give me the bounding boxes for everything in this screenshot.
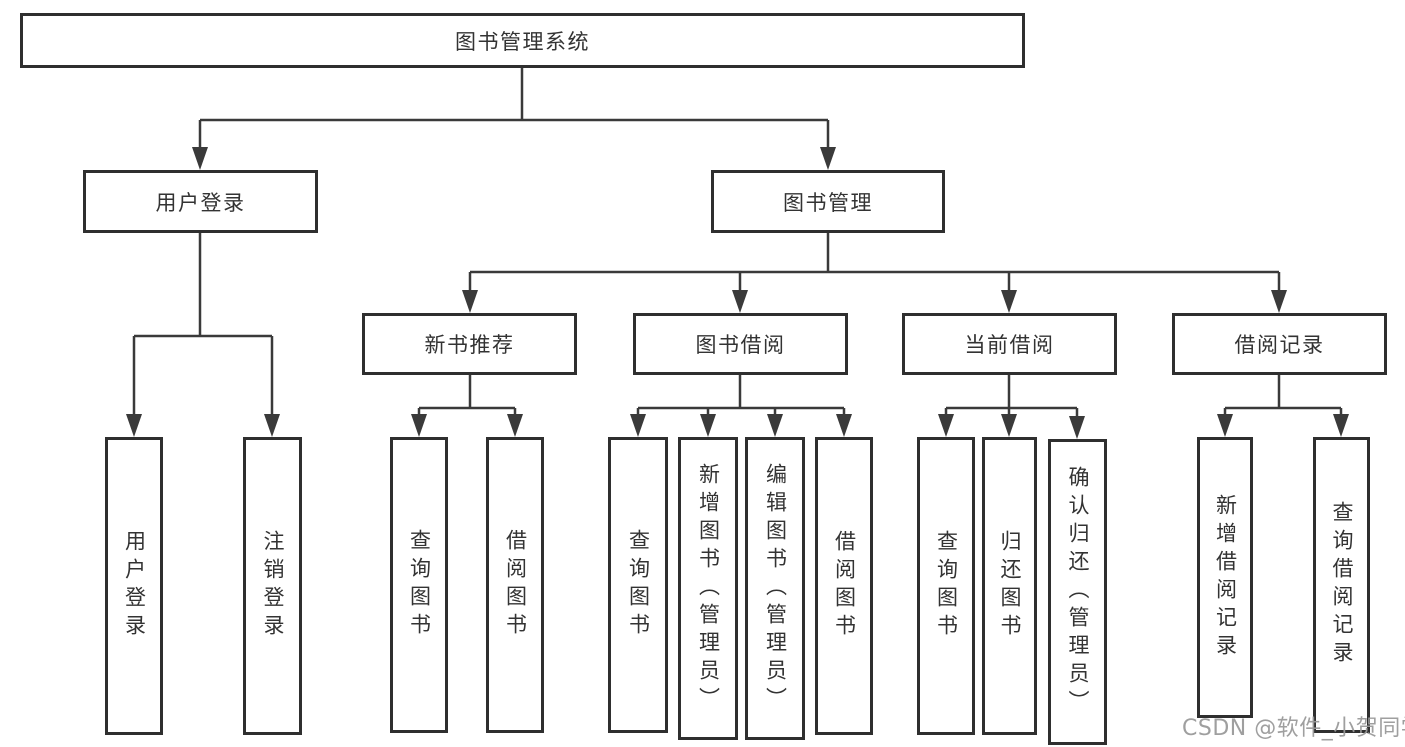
leaf-logout: 注销登录 [243, 437, 302, 735]
connector-root [192, 66, 836, 170]
node-current-borrow: 当前借阅 [902, 313, 1117, 375]
leaf-borrow-books-recommend: 借阅图书 [486, 437, 544, 733]
leaf-query-books-current: 查询图书 [917, 437, 975, 735]
leaf-add-books-admin: 新增图书（管理员） [678, 437, 738, 740]
node-label: 新增图书（管理员） [696, 462, 721, 715]
node-label: 图书借阅 [695, 333, 786, 357]
arrowhead [630, 414, 646, 437]
leaf-query-borrow-record: 查询借阅记录 [1313, 437, 1370, 733]
node-label: 借阅记录 [1234, 333, 1325, 357]
connector-user-login [126, 233, 280, 437]
node-label: 编辑图书（管理员） [763, 462, 788, 715]
node-new-book-recommend: 新书推荐 [362, 313, 577, 375]
arrowhead [1001, 414, 1017, 437]
leaf-add-borrow-record: 新增借阅记录 [1197, 437, 1253, 718]
node-book-management: 图书管理 [711, 170, 945, 233]
csdn-watermark: CSDN @软件_小贺同学 [1182, 716, 1405, 741]
node-label: 借阅图书 [832, 530, 857, 642]
node-user-login: 用户登录 [83, 170, 318, 233]
connector-book-borrow [630, 375, 852, 437]
leaf-edit-books-admin: 编辑图书（管理员） [745, 437, 805, 740]
arrowhead [820, 147, 836, 170]
node-label: 确认归还（管理员） [1066, 466, 1090, 718]
node-label: 注销登录 [261, 530, 285, 642]
arrowhead [192, 147, 208, 170]
node-label: 当前借阅 [964, 333, 1055, 357]
leaf-query-books-recommend: 查询图书 [390, 437, 448, 733]
leaf-borrow-books: 借阅图书 [815, 437, 873, 735]
arrowhead [732, 290, 748, 313]
arrowhead [1217, 414, 1233, 437]
arrowhead [767, 414, 783, 437]
connector-current-borrow [938, 375, 1085, 439]
arrowhead [836, 414, 852, 437]
arrowhead [126, 414, 142, 437]
node-label: 查询图书 [934, 530, 959, 642]
arrowhead [1271, 290, 1287, 313]
node-label: 用户登录 [122, 530, 147, 642]
connector-new-book-recommend [411, 375, 523, 437]
node-library-system: 图书管理系统 [20, 13, 1025, 68]
arrowhead [462, 290, 478, 313]
connector-book-management [462, 233, 1287, 313]
arrowhead [507, 414, 523, 437]
node-label: 查询借阅记录 [1330, 501, 1354, 669]
node-label: 查询图书 [407, 529, 432, 641]
connector-borrow-records [1217, 375, 1349, 437]
arrowhead [700, 414, 716, 437]
arrowhead [411, 414, 427, 437]
node-label: 图书管理系统 [455, 29, 590, 54]
leaf-query-books-borrow: 查询图书 [608, 437, 668, 733]
leaf-confirm-return-admin: 确认归还（管理员） [1048, 439, 1107, 745]
node-label: 借阅图书 [503, 529, 528, 641]
arrowhead [264, 414, 280, 437]
node-label: 用户登录 [155, 190, 246, 215]
node-label: 查询图书 [626, 529, 651, 641]
node-label: 新书推荐 [424, 333, 515, 357]
arrowhead [938, 414, 954, 437]
node-label: 新增借阅记录 [1213, 493, 1238, 662]
node-label: 归还图书 [998, 530, 1022, 642]
arrowhead [1333, 414, 1349, 437]
leaf-return-books: 归还图书 [982, 437, 1037, 735]
node-label: 图书管理 [783, 190, 873, 215]
arrowhead [1001, 290, 1017, 313]
node-borrow-records: 借阅记录 [1172, 313, 1387, 375]
node-book-borrow: 图书借阅 [633, 313, 848, 375]
leaf-user-login: 用户登录 [105, 437, 163, 735]
arrowhead [1069, 416, 1085, 439]
